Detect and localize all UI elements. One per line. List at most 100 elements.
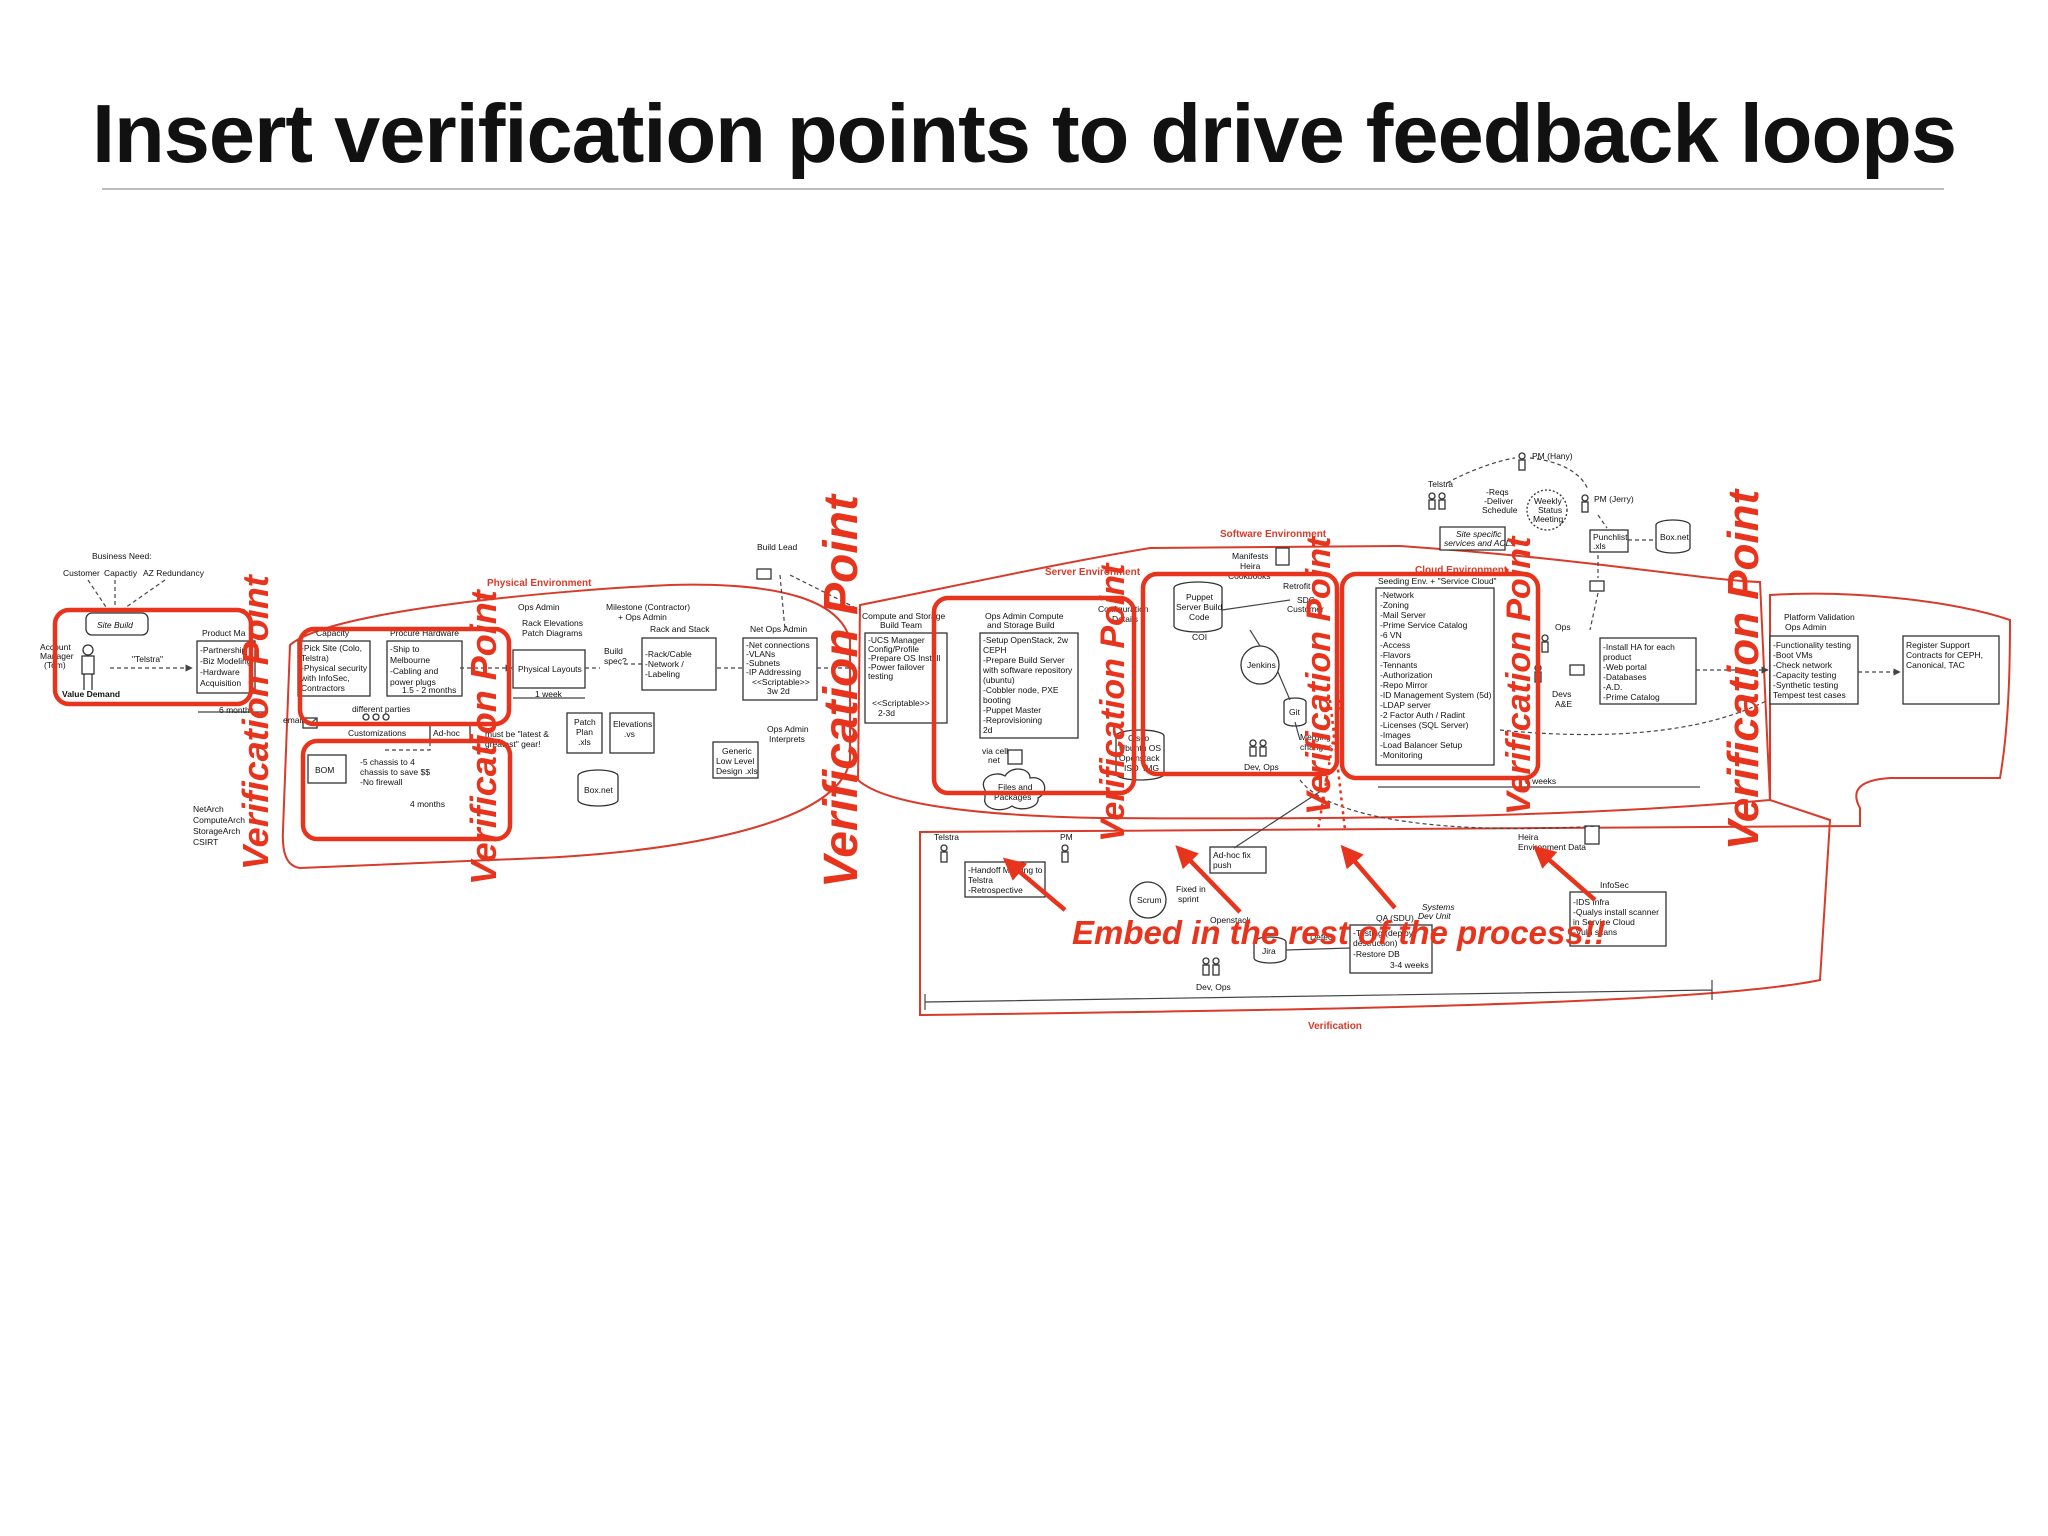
physical-layouts-label: Physical Layouts — [518, 664, 582, 674]
coi-label: COI — [1192, 632, 1207, 642]
qa-box — [1349, 924, 1433, 974]
dev-ops-label: Dev, Ops — [1244, 762, 1279, 772]
email-label: email — [283, 715, 303, 725]
telstra-people-icon — [1428, 492, 1446, 510]
git-label: Git — [1289, 707, 1301, 717]
generic-lld-label: Generic Low Level Design .xls — [716, 746, 758, 776]
vp-label-1: Verification Point — [235, 573, 276, 870]
vp-label-5: Verification Point — [1300, 535, 1338, 815]
title-divider — [102, 188, 1944, 190]
pm-jerry-label: PM (Jerry) — [1594, 494, 1634, 504]
build-lead-email-icon — [756, 568, 772, 580]
vp-label-2: Verification Point — [463, 588, 504, 885]
physical-layouts-box — [512, 649, 586, 689]
site-specific-doc — [1439, 526, 1506, 551]
openstack-label: Openstack — [1210, 915, 1251, 925]
adhoc-fix-label: Ad-hoc fix push — [1213, 850, 1253, 870]
files-packages-cloud — [982, 768, 1046, 811]
capacity-label: Capactiy — [104, 568, 138, 578]
capacity-title: Capacity — [316, 628, 350, 638]
reqs-label: -Reqs -Deliver Schedule — [1482, 487, 1518, 515]
infosec-items: -IDS Infra -Qualys install scanner in Se… — [1573, 897, 1661, 937]
platform-validation-box — [1769, 635, 1859, 705]
dev-ops-bottom-label: Dev, Ops — [1196, 982, 1231, 992]
build-spec-label: Build spec? — [604, 646, 627, 666]
business-need-label: Business Need: — [92, 551, 152, 561]
rack-and-stack-items: -Rack/Cable -Network / -Labeling — [645, 649, 694, 679]
procure-hardware-title: Procure Hardware — [390, 628, 459, 638]
boxnet-top-label: Box.net — [1660, 532, 1689, 542]
bom-box — [307, 754, 347, 784]
heira-env-data-label: Heira Environment Data — [1518, 832, 1586, 852]
slide-title: Insert verification points to drive feed… — [91, 87, 1957, 180]
punchlist-label: Punchlist .xls — [1593, 532, 1630, 551]
three-weeks-label: 3 weeks — [1525, 776, 1556, 786]
jira-label: Jira — [1262, 946, 1276, 956]
top-meeting-connectors — [1446, 457, 1655, 631]
telstra-bottom-icon — [940, 844, 948, 863]
procure-hardware-items: -Ship to Melbourne -Cabling and power pl… — [390, 644, 441, 687]
git-db-body — [1283, 702, 1307, 727]
vp-label-4: Verification Point — [1094, 562, 1132, 842]
platform-validation-title: Platform Validation Ops Admin — [1784, 612, 1857, 632]
adhoc-connector — [385, 742, 431, 751]
server-environment-outline — [856, 544, 1772, 820]
software-environment-label: Software Environment — [1220, 529, 1327, 540]
server-environment-label: Server Environment — [1045, 567, 1141, 578]
embed-arrow-1 — [1002, 857, 1067, 912]
seeding-env-box — [1375, 587, 1495, 766]
register-support-box — [1902, 635, 2000, 705]
rack-and-stack-title: Rack and Stack — [650, 624, 710, 634]
ops-admin-interprets: Ops Admin Interprets — [767, 724, 811, 744]
ops-admin-compute-items: -Setup OpenStack, 2w CEPH -Prepare Build… — [982, 635, 1075, 735]
pm-hany-icon — [1518, 452, 1526, 471]
az-redundancy-label: AZ Redundancy — [143, 568, 205, 578]
six-months-label: 6 months — [219, 705, 254, 715]
sdc-customer-label: SDC Customer — [1287, 595, 1324, 614]
defect-label: Defect — [1310, 932, 1335, 942]
different-parties-label: different parties — [352, 704, 410, 714]
boxnet-label: Box.net — [584, 785, 613, 795]
compute-storage-items: -UCS Manager Config/Profile -Prepare OS … — [868, 635, 943, 718]
qa-title: QA (SDU) — [1376, 913, 1414, 923]
heira-doc-icon — [1584, 825, 1600, 845]
physical-environment-label: Physical Environment — [487, 578, 592, 589]
via-cell-label: via cell net — [982, 746, 1010, 765]
rack-elevations-label: Rack Elevations Patch Diagrams — [522, 618, 585, 638]
embed-arrow-4 — [1532, 845, 1597, 902]
verification-feedback-curve — [1299, 779, 1601, 830]
puppet-db-body — [1173, 588, 1223, 633]
software-flow-lines — [1221, 599, 1301, 741]
install-ha-box — [1599, 637, 1697, 705]
one-week-label: 1 week — [535, 689, 563, 699]
elevations-label: Elevations .vs — [613, 719, 655, 739]
embed-arrow-3 — [1340, 844, 1397, 910]
files-packages-label: Files and Packages — [994, 782, 1035, 802]
puppet-label: Puppet Server Build Code — [1176, 592, 1225, 622]
ops-label: Ops — [1555, 622, 1571, 632]
config-details-label: Configuration Details — [1098, 604, 1151, 624]
adhoc-label: Ad-hoc — [433, 728, 461, 738]
punchlist-email-icon — [1589, 580, 1605, 592]
verification-timeline — [924, 980, 1713, 1010]
register-support-items: Register Support Contracts for CEPH, Can… — [1906, 640, 1985, 670]
scrum-loop — [1129, 881, 1167, 919]
retrofit-label: Retrofit — [1283, 581, 1311, 591]
procure-time: 1.5 - 2 months — [402, 685, 456, 695]
scrum-label: Scrum — [1137, 895, 1162, 905]
generic-lld-doc — [712, 741, 759, 779]
customizations-label: Customizations — [348, 728, 406, 738]
parties-people-icon — [362, 713, 390, 721]
account-manager-label: Account Manager (Tom) — [40, 642, 76, 670]
telstra-bottom-label: Telstra — [934, 832, 959, 842]
vp-label-3: Verification Point — [815, 493, 868, 888]
vp-label-6: Verification Point — [1500, 535, 1538, 815]
dev-ops-bottom-icon — [1202, 957, 1220, 976]
verification-flow-lines — [1233, 784, 1351, 951]
seeding-env-items: -Network -Zoning -Mail Server -Prime Ser… — [1380, 590, 1494, 760]
vp-frame-puppet — [1140, 571, 1340, 777]
pm-jerry-icon — [1581, 494, 1589, 513]
infosec-box — [1569, 891, 1667, 947]
capacity-items: -Pick Site (Colo, Telstra) -Physical sec… — [300, 643, 370, 693]
ops-admin-compute-title: Ops Admin Compute and Storage Build — [985, 611, 1066, 630]
